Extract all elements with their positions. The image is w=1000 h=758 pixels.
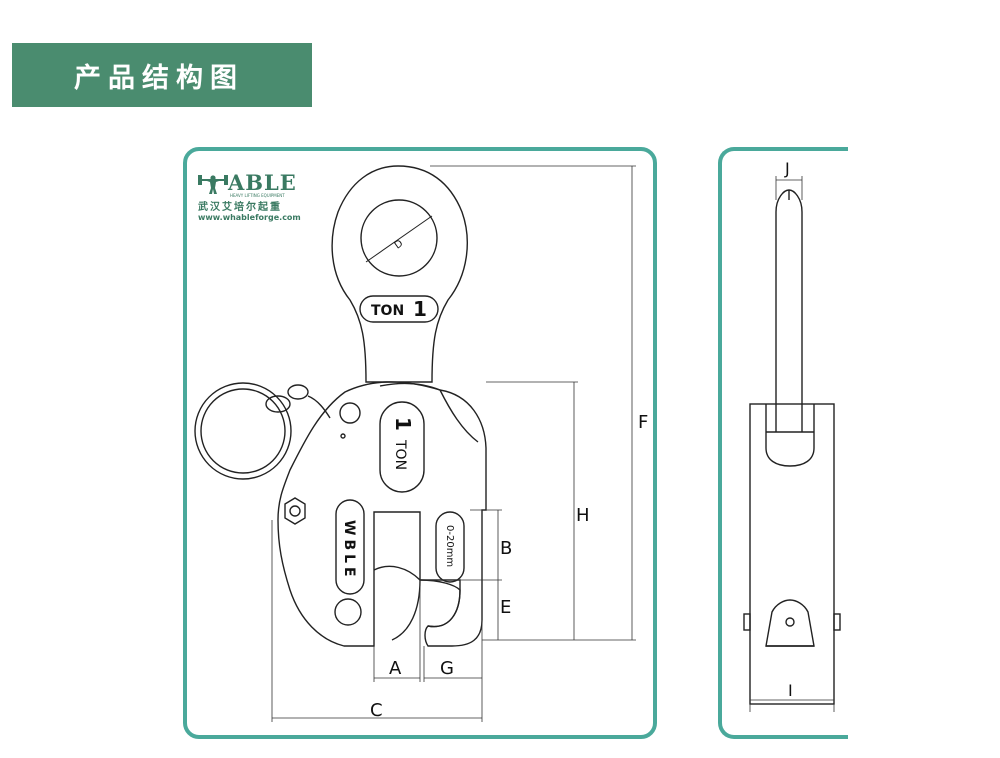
side-pin-left xyxy=(743,613,751,631)
ton-tag-text: TON xyxy=(371,303,404,319)
body-inner-curve-2 xyxy=(379,382,441,391)
body-inner-curve xyxy=(439,389,479,443)
bolt-hex-inner xyxy=(289,505,301,517)
weightlifter-icon xyxy=(198,175,228,194)
side-top-cap xyxy=(765,404,815,467)
clamp-body-outline xyxy=(277,381,487,647)
logo-url: www.whableforge.com xyxy=(198,213,301,222)
jaw-range-capsule xyxy=(435,511,465,583)
dim-f-label: F xyxy=(638,412,648,433)
bolt-hex xyxy=(284,497,306,525)
dim-h-label: H xyxy=(576,505,590,526)
pivot-hole-top xyxy=(339,402,361,424)
logo-word: ABLE xyxy=(228,170,297,195)
eye-diameter-line xyxy=(365,215,433,263)
chain-line xyxy=(307,395,331,419)
eye-hole xyxy=(360,199,438,277)
brand-vertical-text: WBLE xyxy=(341,520,357,581)
lifting-eye-outline xyxy=(331,165,468,383)
chain-link-1 xyxy=(265,395,291,413)
header-title: 产品结构图 xyxy=(74,62,244,94)
logo-subtitle-cn: 武汉艾培尔起重 xyxy=(198,202,282,213)
side-body xyxy=(749,403,835,705)
dim-c-label: C xyxy=(370,700,383,721)
eye-diameter-label: D xyxy=(393,238,406,252)
chain-link-2 xyxy=(287,384,309,400)
cam-profile xyxy=(373,565,421,641)
ton-tag xyxy=(359,295,439,323)
lift-ring-inner xyxy=(200,388,286,474)
dim-j-label: J xyxy=(784,159,790,178)
body-ton-capsule xyxy=(379,401,425,493)
brand-capsule xyxy=(335,499,365,595)
dim-b-label: B xyxy=(500,538,512,559)
side-screw xyxy=(785,617,795,627)
side-eye-outline xyxy=(775,189,803,432)
dim-e-label: E xyxy=(500,597,511,618)
header-bar: 产品结构图 xyxy=(12,43,312,107)
pivot-hole-bottom xyxy=(334,598,362,626)
lift-ring xyxy=(194,382,292,480)
dim-g-label: G xyxy=(440,658,454,679)
ton-tag-number: 1 xyxy=(413,297,427,321)
jaw-range-text: 0-20mm xyxy=(444,525,455,567)
logo-subtitle-en: HEAVY LIFTING EQUIPMENT xyxy=(230,193,285,198)
side-pin-right xyxy=(833,613,841,631)
body-ton-text: TON xyxy=(392,439,408,470)
side-bottom-slot xyxy=(765,599,815,647)
dim-a-label: A xyxy=(389,658,402,679)
side-view-panel xyxy=(718,147,848,739)
body-ton-number: 1 xyxy=(391,417,415,431)
dim-i-label: I xyxy=(788,681,793,700)
small-dot xyxy=(340,433,346,439)
jaw-pad xyxy=(419,579,461,628)
